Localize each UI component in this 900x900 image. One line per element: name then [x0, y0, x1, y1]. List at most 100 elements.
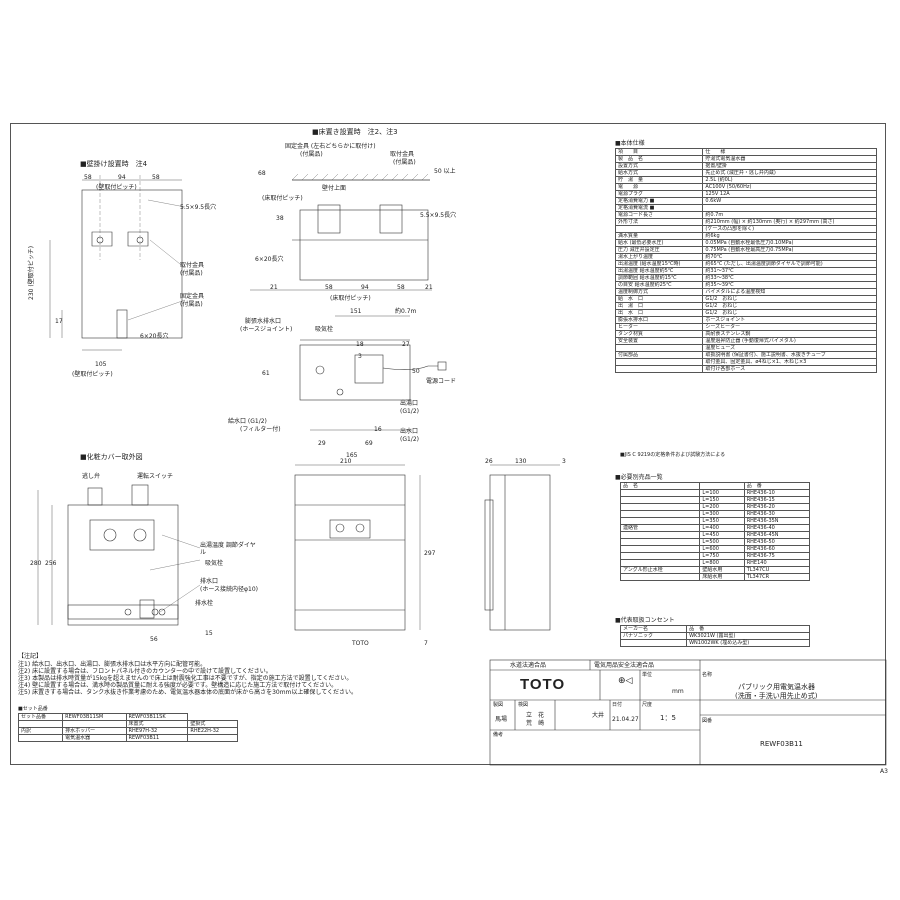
wall-dim-top-3: 58 — [152, 174, 160, 181]
table-cell — [619, 545, 701, 553]
cover-intake: 吸気栓 — [205, 560, 224, 567]
table-cell: L=200 — [699, 503, 745, 511]
table-cell: G1/2 おねじ — [702, 295, 877, 303]
drafter-name: 馬場 — [495, 716, 508, 723]
spec-row: タンク材質高耐食ステンレス鋼 — [614, 330, 877, 338]
spec-row: 給水 (最低必要水圧)0.05MPa (自動水栓最低圧力0.10MPa) — [614, 239, 877, 247]
checker-name-1: 立 花 — [526, 712, 545, 719]
floor-dim-16: 16 — [374, 426, 382, 433]
floor-top-label: 壁付上面 — [322, 185, 347, 192]
table-cell: 電 源 — [614, 183, 704, 191]
floor-dim-18: 18 — [356, 341, 364, 348]
table-cell: WN1002WK (埋め込み型) — [686, 639, 810, 647]
product-name-2: (洗面・手洗い用先止め式) — [735, 692, 818, 700]
floor-cord: 電源コード — [426, 378, 457, 385]
table-cell: 壁掛式 — [187, 720, 238, 728]
remarks-label: 備考 — [493, 732, 504, 738]
floor-dim-b3: 94 — [361, 284, 369, 291]
side-dim-26: 26 — [485, 458, 493, 465]
side-view-outline — [484, 464, 560, 631]
table-cell: 圧力 減圧弁設定圧 — [614, 246, 704, 254]
set-heading: ■セット品番 — [18, 706, 48, 712]
wall-bracket-label: 取付金具 — [180, 262, 205, 269]
table-cell: 項 目 — [614, 148, 704, 156]
table-cell — [619, 552, 701, 560]
table-cell — [62, 720, 127, 728]
table-cell: 2.5L (約0L) — [702, 176, 877, 184]
spec-row: 出湯温度 (給水温度15℃時)約65℃ (ただし、出湯温度調節ダイヤルで調節可能… — [614, 260, 877, 268]
spec-row: 取付金具、固定金具、ø4ねじ×1、木ねじ×3 — [614, 358, 877, 366]
floor-dim-69: 69 — [365, 440, 373, 447]
table-cell: L=350 — [699, 517, 745, 525]
table-cell: RHE436-35N — [743, 517, 811, 525]
floor-dim-b1: 21 — [270, 284, 278, 291]
table-cell — [699, 482, 745, 490]
table-cell: L=500 — [699, 538, 745, 546]
table-cell: 給水方式 — [614, 169, 704, 177]
projection-icon: ⊕◁ — [618, 676, 633, 686]
floor-dim-50: 50 以上 — [434, 168, 456, 175]
front-dim-210: 210 — [340, 458, 352, 465]
front-brand: TOTO — [352, 640, 369, 647]
table-cell: RHE97H-32 — [125, 727, 189, 735]
spec-row: 定格消費電力 ■0.6kW — [614, 197, 877, 205]
floor-hot-out-sub: (G1/2) — [400, 408, 419, 415]
table-cell — [619, 510, 701, 518]
table-cell: G1/2 おねじ — [702, 302, 877, 310]
wall-hole-label: 5.5×9.5長穴 — [180, 204, 217, 211]
cover-dim-280: 280 — [30, 560, 42, 567]
floor-fix-hw-sub: (付属品) — [300, 151, 323, 158]
side-dim-3: 3 — [562, 458, 566, 465]
note-line: 注3) 本製品は排水時質量が15kgを超えませんので床上は耐震強化工事は不要です… — [18, 675, 353, 682]
wall-view-outline — [49, 175, 186, 351]
floor-dim-151: 151 — [350, 308, 362, 315]
notes-list: 注1) 給水口、出水口、出湯口、膨張水排水口は水平方向に配管可能。注2) 床に設… — [18, 661, 488, 696]
table-cell: RHE436-10 — [743, 489, 811, 497]
agency-heading: ■代表取扱コンセント — [615, 617, 675, 624]
table-cell: L=400 — [699, 524, 745, 532]
spec-note: ■JIS C 9219の定格条件および試験方法による — [620, 452, 726, 458]
table-cell: 定格消費電力 ■ — [614, 197, 704, 205]
table-cell: 出湯温度 給水温度約5℃ — [614, 267, 704, 275]
drawing-frame — [10, 123, 886, 765]
table-cell: 出湯温度 (給水温度15℃時) — [614, 260, 704, 268]
cover-dim-56: 56 — [150, 636, 158, 643]
table-cell: 湯水上がり温度 — [614, 253, 704, 261]
table-cell — [619, 538, 701, 546]
table-cell: 貯湯式電気温水器 — [702, 155, 877, 163]
table-cell — [619, 489, 701, 497]
wall-dim-bottom: 105 — [95, 361, 107, 368]
table-cell: 電源プラグ — [614, 190, 704, 198]
table-cell: L=600 — [699, 545, 745, 553]
spec-row: 項 目仕 様 — [614, 148, 877, 156]
table-cell — [614, 344, 704, 352]
table-cell: 付属部品 — [614, 351, 704, 359]
cover-relief: 逃し弁 — [82, 473, 101, 480]
table-cell: 給水 (最低必要水圧) — [614, 239, 704, 247]
table-cell: 約6kg — [702, 232, 877, 240]
table-cell: L=750 — [699, 552, 745, 560]
name-label: 名称 — [702, 672, 713, 678]
table-cell: TL347CU — [743, 566, 811, 574]
table-cell: WK3021W (露出型) — [686, 632, 810, 640]
spec-row: (ケースの凸部を除く) — [614, 225, 877, 233]
table-cell: メーカー名 — [619, 625, 688, 633]
wall-view-heading: ■壁掛け設置時 注4 — [80, 160, 148, 168]
cover-dial: 出湯温度 調節ダイヤル — [200, 542, 256, 556]
table-cell: 約35〜39℃ — [702, 281, 877, 289]
cover-drain-plug: 排水栓 — [195, 600, 214, 607]
table-cell: バイメタルによる温度検知 — [702, 288, 877, 296]
spec-row: 付属部品取扱説明書 (保証書付)、施工説明書、水抜きチューブ — [614, 351, 877, 359]
floor-dim-27: 27 — [402, 341, 410, 348]
parts-header-row: 品 名品 番 — [619, 482, 811, 490]
table-cell: 約210mm (幅) × 約130mm (奥行) × 約297mm (高さ) — [702, 218, 877, 226]
table-cell: 定格消費電流 ■ — [614, 204, 704, 212]
